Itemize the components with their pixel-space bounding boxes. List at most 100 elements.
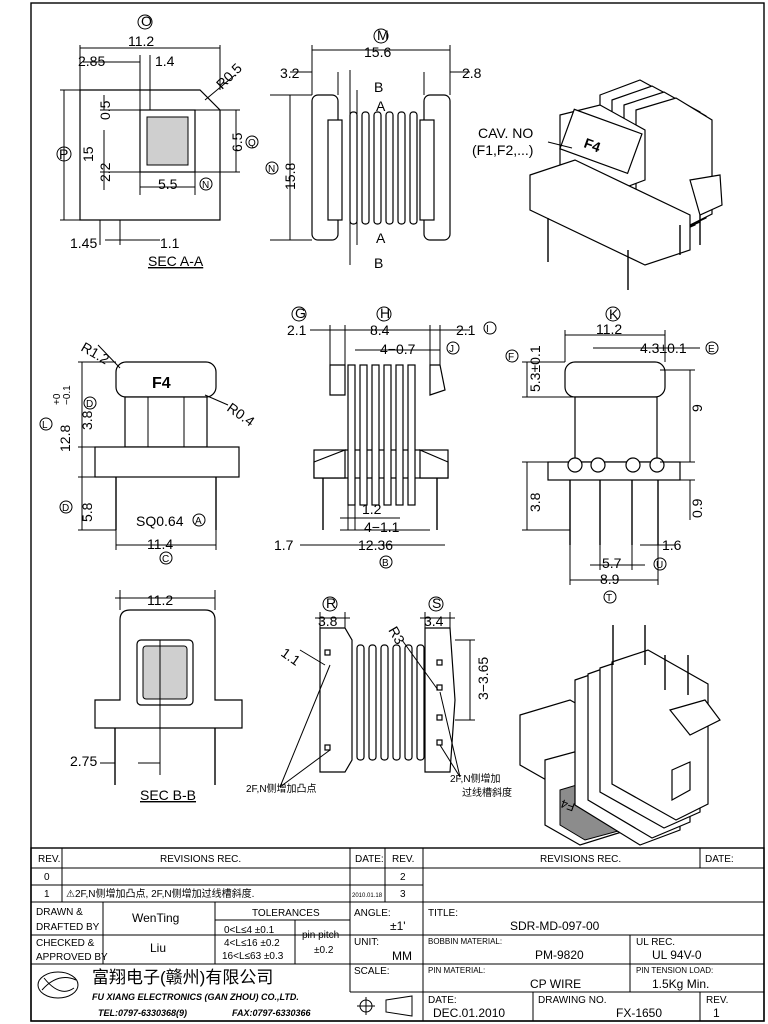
tb-unit-label: UNIT:: [354, 937, 379, 948]
tb-angle-label: ANGLE:: [354, 908, 391, 919]
right-label-u: U: [656, 560, 663, 571]
tb-row1-text: ⚠2F,N侧增加凸点, 2F,N侧增加过线槽斜度.: [66, 887, 254, 900]
top-dim-2-2: 2.2: [97, 162, 113, 182]
tb-ul-rec-label: UL REC.: [636, 937, 675, 948]
left-label-l: L: [42, 420, 48, 431]
bottom-section-label: SEC B-B: [140, 787, 196, 803]
right-label-f: F: [508, 352, 514, 363]
tb-checked-label-1: CHECKED &: [36, 938, 95, 949]
company-name-cn: 富翔电子(赣州)有限公司: [92, 968, 273, 987]
tb-tension-value: 1.5Kg Min.: [652, 977, 709, 991]
view-bottom-section-bb: 11.2 2.75 SEC B-B: [70, 590, 243, 803]
company-fax: FAX:0797-6330366: [232, 1008, 312, 1018]
tb-title-label: TITLE:: [428, 908, 458, 919]
pin-dim-3-3-65: 3−3.65: [475, 657, 491, 700]
tb-date-label: DATE:: [428, 995, 457, 1006]
left-dim-sq0-64: SQ0.64: [136, 513, 184, 529]
front-fins: [347, 364, 416, 506]
left-label-c: C: [162, 554, 169, 565]
left-base: [94, 446, 240, 478]
left-dim-3-8: 3.8: [79, 410, 95, 430]
right-dim-1-6: 1.6: [662, 537, 682, 553]
top-label-p: P: [59, 146, 68, 162]
pin-note-slot-2: 过线槽斜度: [462, 786, 512, 799]
tb-row1-date: 2010.01.18: [352, 893, 383, 899]
right-dim-4-3: 4.3±0.1: [640, 340, 687, 356]
right-label-t: T: [606, 593, 612, 604]
tb-drawn-label-2: DRAFTED BY: [36, 922, 100, 933]
side-section-b-top: B: [374, 79, 383, 95]
top-dim-15: 15: [80, 146, 96, 162]
tb-rev-header: REV.: [38, 854, 60, 865]
tb-date-header: DATE:: [355, 854, 384, 865]
pin-dim-r3: R3: [385, 624, 408, 648]
pin-fins: [356, 644, 425, 761]
tb-revisions-header: REVISIONS REC.: [160, 854, 241, 865]
company-logo-icon: [37, 971, 79, 999]
top-dim-5-5: 5.5: [158, 176, 178, 192]
top-label-n: N: [202, 180, 209, 191]
tb-bobbin-label: BOBBIN MATERIAL:: [428, 937, 502, 946]
tb-unit-value: MM: [392, 949, 412, 963]
bottom-core-hole: [142, 645, 188, 700]
top-dim-6-5: 6.5: [229, 132, 245, 152]
tb-drawing-no-label: DRAWING NO.: [538, 995, 607, 1006]
company-tel: TEL:0797-6330368(9): [98, 1008, 187, 1018]
front-label-i: I: [486, 324, 489, 335]
right-dim-5-3: 5.3±0.1: [527, 345, 543, 392]
front-dim-2-1-left: 2.1: [287, 322, 307, 338]
tb-tol-3: 16<L≤63 ±0.3: [222, 951, 284, 962]
view-side: M 15.6 3.2 2.8 15.8 N B A A B: [265, 27, 482, 271]
side-dim-15-6: 15.6: [364, 44, 391, 60]
right-dim-8-9: 8.9: [600, 571, 620, 587]
left-tol-lower: −0.1: [62, 385, 73, 405]
tb-checked-by: Liu: [150, 941, 166, 955]
right-dim-11-2: 11.2: [596, 321, 622, 337]
front-dim-2-1-right: 2.1: [456, 322, 476, 338]
side-section-b-bottom: B: [374, 255, 383, 271]
top-dim-1-4: 1.4: [155, 53, 175, 69]
tb-date-value: DEC.01.2010: [433, 1006, 505, 1020]
top-dim-0-5: 0.5: [97, 100, 113, 120]
view-iso-bottom: F4: [519, 625, 721, 846]
right-label-k: K: [609, 306, 619, 322]
tb-date-header-2: DATE:: [705, 854, 734, 865]
front-dim-1-7: 1.7: [274, 537, 294, 553]
tb-angle-value: ±1': [390, 919, 406, 933]
left-dim-r0-4: R0.4: [224, 399, 258, 429]
right-dim-9: 9: [689, 404, 705, 412]
top-dim-r0-5: R0.5: [213, 60, 245, 92]
tb-drawn-label-1: DRAWN &: [36, 907, 83, 918]
left-dim-11-4: 11.4: [147, 536, 173, 552]
tb-drawn-by: WenTing: [132, 911, 179, 925]
front-label-h: H: [380, 305, 390, 321]
tb-pin-pitch: pin pitch: [302, 930, 339, 941]
view-iso-top: CAV. NO (F1,F2,...) F4: [472, 79, 723, 290]
left-label-a: A: [195, 516, 202, 527]
top-core-hole: [146, 116, 189, 166]
iso-cav-no-label: CAV. NO: [478, 125, 533, 141]
tb-rev-label: REV.: [706, 995, 728, 1006]
pin-note-bump: 2F,N侧增加凸点: [246, 782, 317, 795]
top-label-o: O: [141, 13, 152, 29]
bottom-dim-11-2: 11.2: [147, 592, 173, 608]
front-label-j: J: [449, 344, 454, 355]
bottom-dim-2-75: 2.75: [70, 753, 97, 769]
top-label-q: Q: [248, 138, 256, 149]
left-label-d-upper: D: [86, 399, 93, 410]
view-right: K 11.2 F 5.3±0.1 4.3±0.1 E 9 3.8 0.9 5.7…: [505, 306, 719, 604]
right-top-flange: [564, 361, 666, 398]
tb-scale-label: SCALE:: [354, 966, 390, 977]
front-dim-4-0-7: 4−0.7: [380, 341, 416, 357]
top-dim-1-45: 1.45: [70, 235, 97, 251]
tb-bobbin-value: PM-9820: [535, 948, 584, 962]
left-label-d-lower: D: [62, 503, 69, 514]
pin-dim-3-4: 3.4: [424, 613, 444, 629]
tb-pin-material-label: PIN MATERIAL:: [428, 966, 485, 975]
side-fins: [349, 111, 418, 225]
pin-label-r: R: [326, 595, 336, 611]
iso-bottom-mark: F4: [558, 796, 576, 814]
left-dim-r1-2: R1.2: [79, 339, 113, 368]
tb-revisions-header-2: REVISIONS REC.: [540, 854, 621, 865]
